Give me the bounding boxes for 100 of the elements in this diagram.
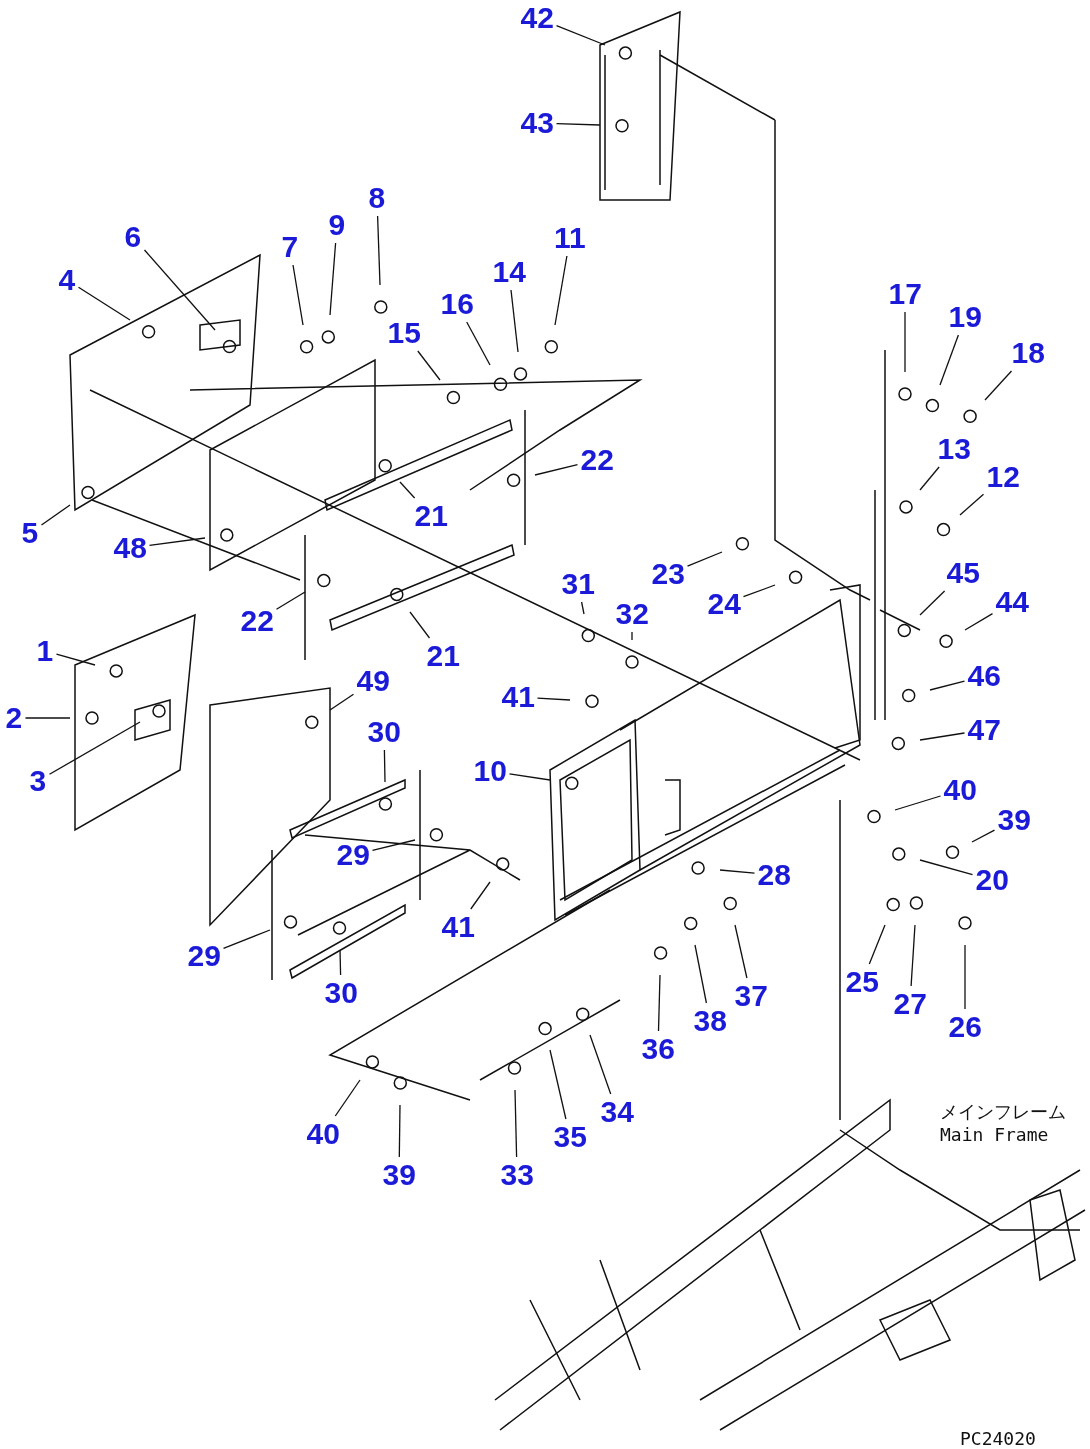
leader-line — [222, 929, 271, 949]
leader-line — [549, 1049, 567, 1120]
leader-line — [398, 1104, 401, 1158]
leader-line — [964, 612, 994, 631]
callout-number: 3 — [29, 765, 47, 797]
callout-number: 9 — [328, 209, 346, 241]
callout-number: 14 — [492, 256, 526, 288]
leader-line — [292, 264, 304, 326]
callout-number: 34 — [600, 1096, 634, 1128]
callout-number: 45 — [946, 557, 980, 589]
leader-line — [904, 311, 906, 373]
leader-line — [686, 551, 723, 567]
callout-number: 40 — [306, 1118, 340, 1150]
leader-line — [409, 611, 431, 639]
leader-line — [329, 242, 337, 316]
leader-line — [376, 215, 381, 286]
callout-number: 1 — [36, 635, 54, 667]
callout-number: 2 — [5, 702, 23, 734]
leader-line — [554, 255, 568, 326]
leader-line — [466, 321, 491, 366]
leader-line — [971, 829, 996, 843]
leader-line — [514, 1089, 518, 1158]
leader-line — [657, 974, 661, 1032]
callout-number: 30 — [367, 716, 401, 748]
leader-line — [334, 1079, 361, 1117]
main-frame-label: メインフレーム Main Frame — [940, 1100, 1067, 1145]
leader-line — [919, 859, 974, 876]
callout-number: 42 — [520, 2, 554, 34]
callout-number: 47 — [967, 714, 1001, 746]
callout-number: 21 — [426, 640, 460, 672]
leader-line — [417, 350, 441, 381]
callout-number: 22 — [580, 444, 614, 476]
leader-line — [536, 697, 571, 701]
callout-number: 28 — [757, 859, 791, 891]
callout-number: 7 — [281, 231, 299, 263]
leader-line — [694, 944, 708, 1004]
callout-number: 29 — [336, 839, 370, 871]
callout-number: 5 — [21, 517, 39, 549]
callout-number: 12 — [986, 461, 1020, 493]
leader-line — [40, 504, 71, 526]
callout-number: 44 — [995, 586, 1029, 618]
leader-line — [399, 481, 416, 499]
leader-line — [631, 631, 633, 641]
callout-number: 30 — [324, 977, 358, 1009]
callout-number: 21 — [414, 500, 448, 532]
callout-number: 39 — [382, 1159, 416, 1191]
callout-number: 8 — [368, 182, 386, 214]
leader-line — [734, 924, 748, 979]
leader-line — [24, 717, 71, 719]
callout-number: 25 — [845, 966, 879, 998]
callout-number: 13 — [937, 433, 971, 465]
leader-line — [383, 749, 386, 783]
callout-number: 16 — [440, 288, 474, 320]
leader-line — [510, 289, 519, 353]
callout-number: 31 — [561, 568, 595, 600]
callout-number: 15 — [387, 317, 421, 349]
callout-number: 18 — [1011, 337, 1045, 369]
callout-number: 40 — [943, 774, 977, 806]
leader-line — [868, 924, 886, 965]
callout-number: 22 — [240, 605, 274, 637]
leader-line — [555, 122, 601, 126]
leader-line — [508, 773, 551, 781]
leader-line — [919, 466, 940, 491]
leader-line — [939, 334, 960, 386]
leader-line — [143, 249, 216, 331]
callout-number: 46 — [967, 660, 1001, 692]
callout-number: 35 — [553, 1121, 587, 1153]
leader-line — [589, 1034, 612, 1095]
callout-number: 33 — [500, 1159, 534, 1191]
leader-line — [742, 584, 776, 598]
leader-line — [959, 493, 985, 516]
callout-number: 4 — [58, 264, 76, 296]
callout-number: 41 — [501, 681, 535, 713]
callout-number: 6 — [124, 221, 142, 253]
leader-line — [964, 944, 966, 1010]
callout-number: 43 — [520, 107, 554, 139]
leader-line — [275, 591, 306, 610]
callout-number: 24 — [707, 588, 741, 620]
leader-line — [470, 881, 491, 910]
leader-line — [339, 949, 342, 976]
callout-number: 39 — [997, 804, 1031, 836]
callout-number: 36 — [641, 1033, 675, 1065]
leader-line — [919, 732, 966, 741]
callout-number: 41 — [441, 911, 475, 943]
callout-number: 17 — [888, 278, 922, 310]
callout-number: 48 — [113, 532, 147, 564]
leader-line — [48, 721, 141, 775]
leader-line — [77, 286, 131, 321]
leader-line — [719, 869, 756, 874]
leader-line — [555, 25, 606, 46]
leader-line — [371, 839, 416, 851]
callout-number: 23 — [651, 558, 685, 590]
leader-line — [919, 590, 946, 616]
callout-number: 37 — [734, 980, 768, 1012]
callout-number: 38 — [693, 1005, 727, 1037]
callout-number: 26 — [948, 1011, 982, 1043]
callout-number: 10 — [473, 755, 507, 787]
callout-number: 27 — [893, 988, 927, 1020]
leader-line — [534, 464, 579, 476]
leader-line — [148, 537, 206, 547]
